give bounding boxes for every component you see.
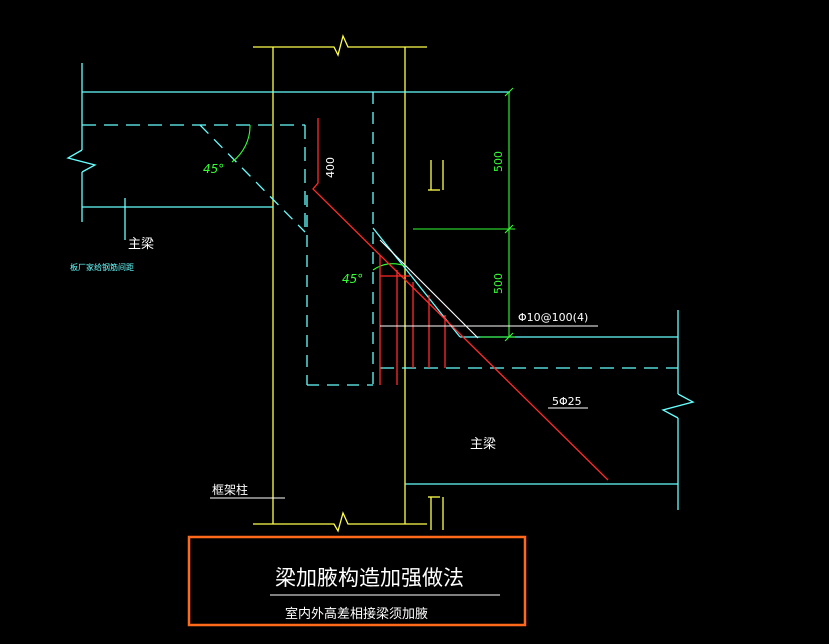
angle-arc-top: [231, 124, 251, 163]
column-top-break-line: [253, 34, 427, 57]
frame-column: [253, 34, 444, 533]
label-main-beam-right: 主梁: [470, 437, 496, 452]
dim-tick-top: [504, 87, 514, 97]
haunch-white-diagonal: [379, 239, 479, 339]
label-left-note: 板厂家给钢筋间距: [70, 262, 134, 272]
title-block: 梁加腋构造加强做法 室内外高差相接梁须加腋: [187, 535, 527, 627]
left-main-beam: [66, 63, 510, 240]
label-angle-mid: 45°: [342, 272, 363, 286]
title-block-subtitle: 室内外高差相接梁须加腋: [285, 606, 428, 622]
haunch-bent-bar: [312, 118, 609, 481]
label-frame-column: 框架柱: [212, 482, 248, 497]
haunch-rebar: [312, 118, 609, 481]
dim-tick-mid: [504, 224, 514, 234]
label-main-beam-left: 主梁: [128, 237, 154, 252]
title-block-title: 梁加腋构造加强做法: [275, 566, 464, 590]
left-beam-break-symbol: [66, 149, 97, 173]
joint-hidden-lines: [199, 92, 374, 386]
right-beam-break-symbol: [661, 393, 695, 419]
label-dim-400: 400: [324, 157, 337, 178]
label-angle-top: 45°: [203, 162, 224, 176]
annotations: 主梁 板厂家给钢筋间距 45° 45° 400 500 500 Φ10@100(…: [70, 151, 588, 497]
diagonal-45-top-guide: [199, 124, 306, 233]
title-block-frame: [187, 535, 527, 627]
label-bar-spec: 5Φ25: [552, 395, 582, 408]
dimensions: [231, 87, 515, 342]
label-stirrup-spec: Φ10@100(4): [518, 311, 588, 324]
dim-tick-bottom: [504, 332, 514, 342]
label-dim-500-bottom: 500: [492, 273, 505, 294]
label-dim-500-top: 500: [492, 151, 505, 172]
column-bottom-break-line: [253, 511, 427, 533]
right-main-beam: [372, 227, 695, 510]
leaders: [210, 239, 598, 499]
